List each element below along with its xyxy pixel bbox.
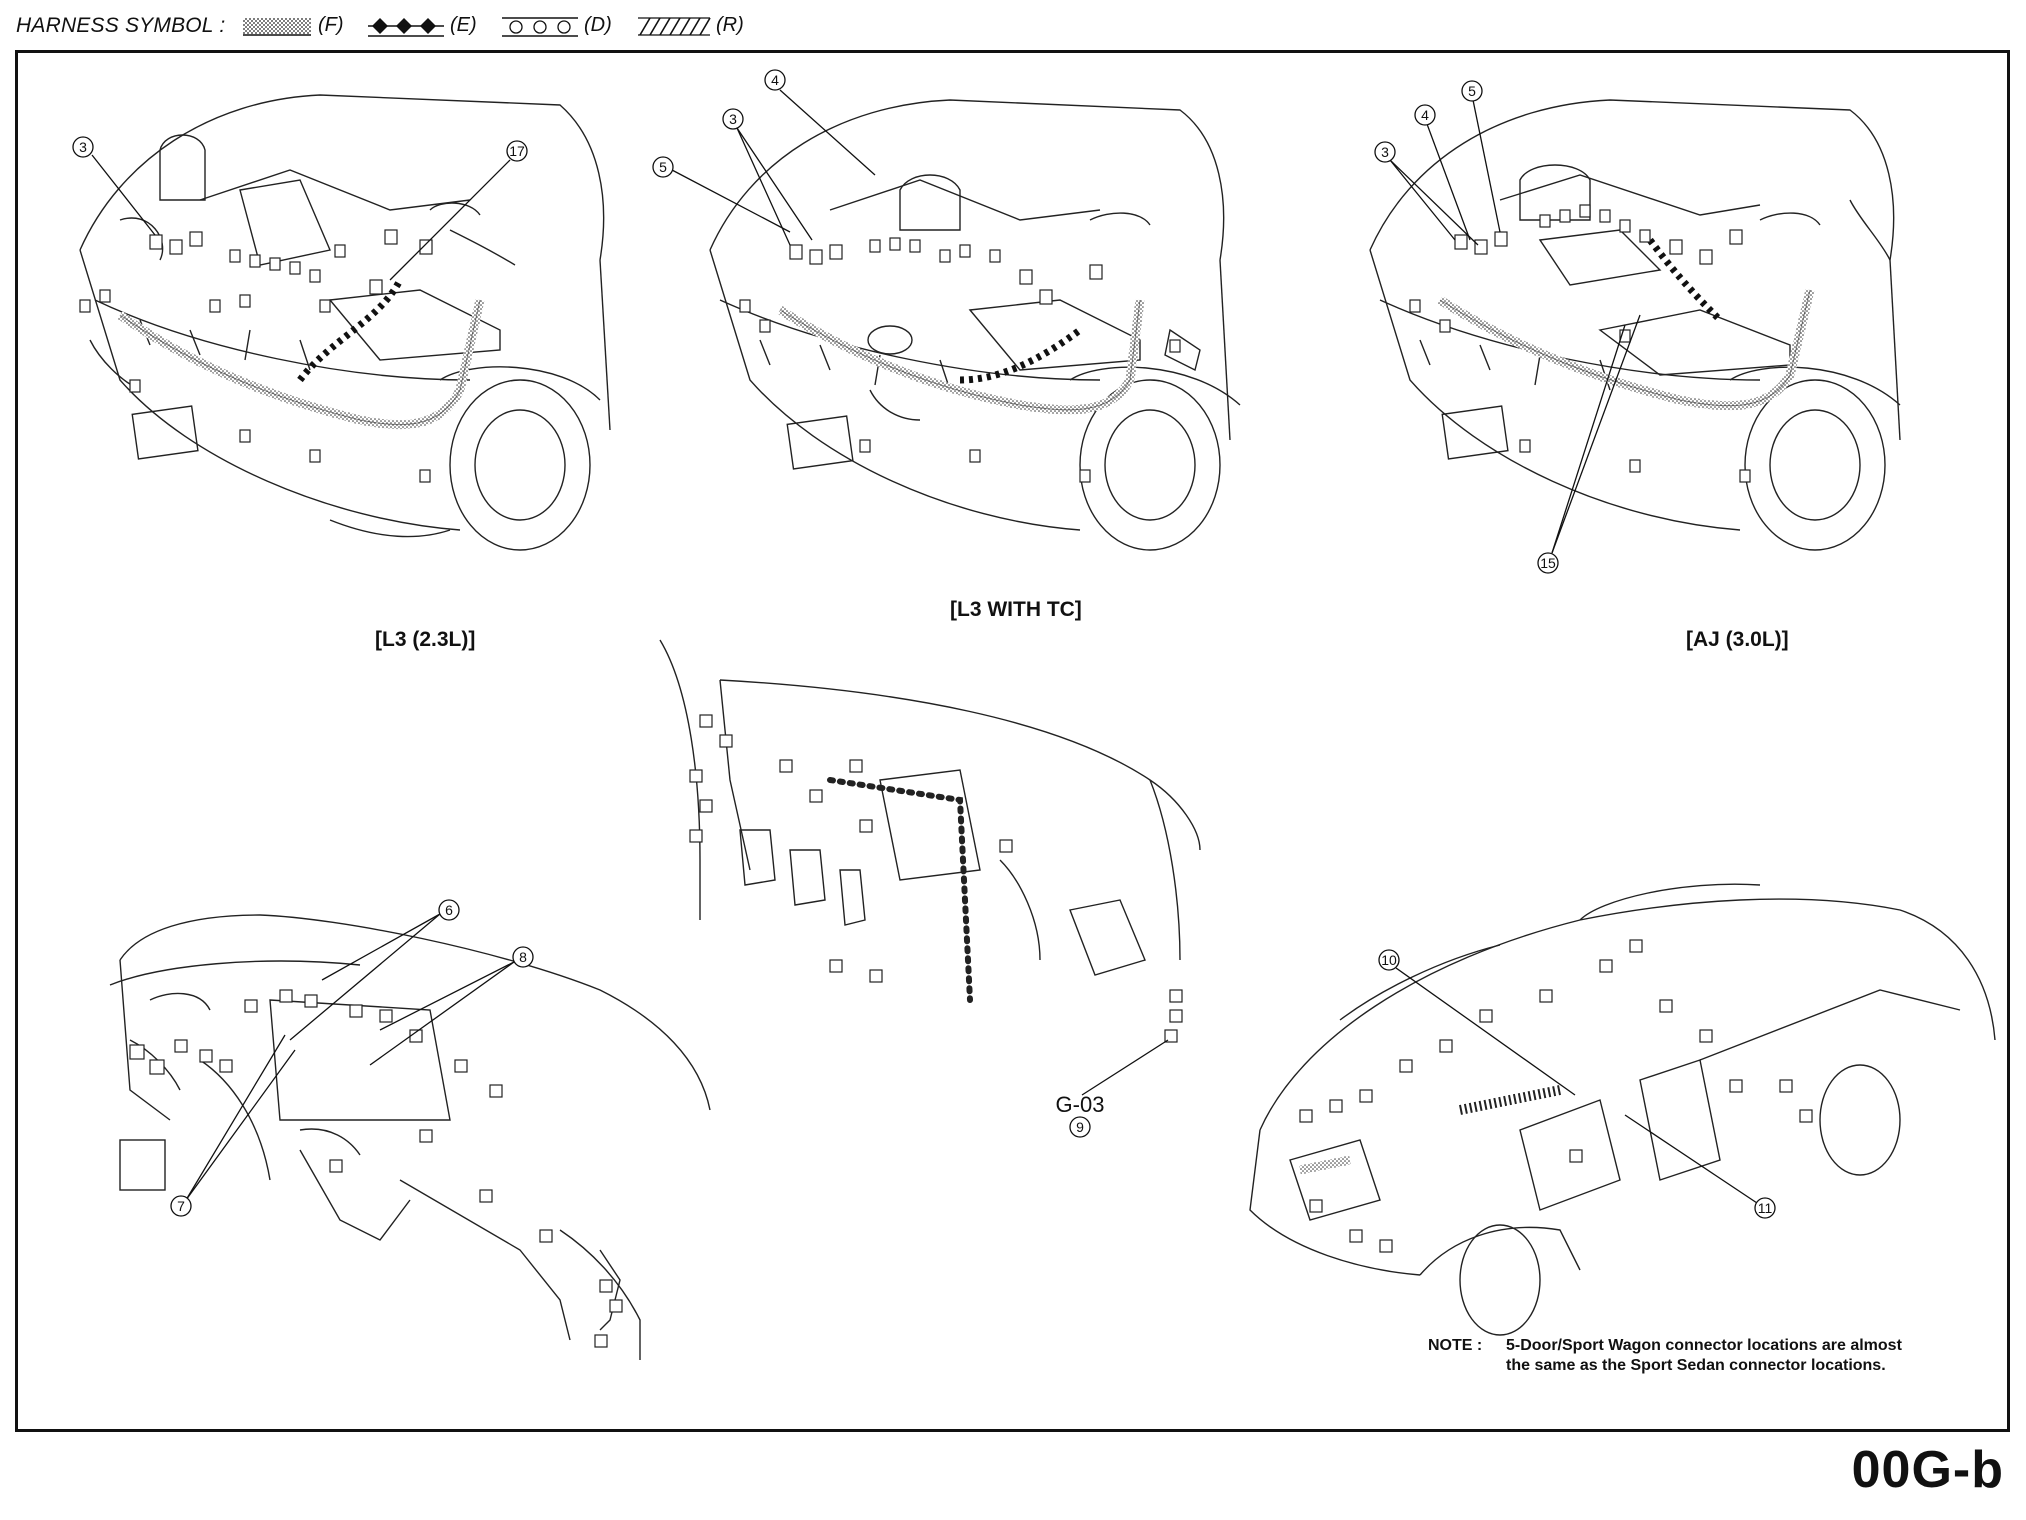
callout-8: 8 [369, 946, 534, 1066]
sedan-body-illustration [1249, 883, 1996, 1336]
svg-text:10: 10 [1381, 952, 1397, 968]
callout-6: 6 [289, 899, 460, 1041]
note-label: NOTE : [1428, 1337, 1483, 1354]
rear-harness-stipple [1299, 1155, 1351, 1175]
diamond-symbol-icon [368, 18, 444, 37]
circle-symbol-icon [502, 17, 578, 37]
body-connectors [1299, 939, 1813, 1253]
note-line-2: the same as the Sport Sedan connector lo… [1506, 1357, 1886, 1374]
svg-text:9: 9 [1076, 1119, 1084, 1135]
callout-3-a: 3 [72, 136, 156, 236]
callout-4-a: 4 [764, 69, 876, 176]
dash-harness-circles [827, 777, 973, 1003]
svg-text:8: 8 [519, 949, 527, 965]
svg-text:3: 3 [1381, 144, 1389, 160]
aj-connectors [1409, 204, 1751, 483]
dash-center-connectors [689, 714, 1183, 1043]
note-line-1: 5-Door/Sport Wagon connector locations a… [1506, 1337, 1902, 1354]
caption-l3tc: [L3 WITH TC] [950, 598, 1082, 621]
callout-9: 9 [1069, 1116, 1091, 1138]
svg-text:7: 7 [177, 1198, 185, 1214]
engine-bay-l3tc-illustration [709, 99, 1241, 551]
svg-text:5: 5 [1468, 83, 1476, 99]
callout-3-b: 3 [722, 108, 813, 246]
svg-text:4: 4 [771, 72, 779, 88]
svg-text:4: 4 [1421, 107, 1429, 123]
l3-connectors [79, 229, 433, 483]
engine-bay-l3-illustration [79, 94, 611, 551]
stipple-symbol-icon [243, 18, 311, 36]
engine-harness-diamonds [959, 327, 1083, 384]
hatch-symbol-icon [638, 17, 711, 36]
caption-aj: [AJ (3.0L)] [1686, 628, 1789, 651]
diagram-frame [15, 50, 2010, 1432]
callout-7: 7 [170, 1034, 296, 1217]
legend-code-r: (R) [716, 14, 744, 36]
callout-15: 15 [1537, 314, 1641, 574]
body-harness-hatch [1459, 1085, 1561, 1115]
l3tc-connectors [739, 237, 1181, 483]
svg-text:6: 6 [445, 902, 453, 918]
callout-5-b: 5 [1461, 80, 1501, 233]
svg-text:3: 3 [729, 111, 737, 127]
instrument-panel-illustration [109, 914, 711, 1360]
callout-17: 17 [389, 140, 528, 281]
svg-text:5: 5 [659, 159, 667, 175]
ground-point-g03: G-03 9 [1056, 1039, 1169, 1138]
svg-text:G-03: G-03 [1056, 1092, 1105, 1117]
legend-code-f: (F) [318, 14, 344, 36]
engine-bay-aj-illustration [1369, 99, 1901, 551]
callout-3-c: 3 [1374, 141, 1479, 246]
legend-title: HARNESS SYMBOL : [16, 14, 226, 37]
front-harness-stipple [777, 299, 1145, 415]
note-text: NOTE : 5-Door/Sport Wagon connector locat… [1428, 1336, 1902, 1376]
callout-4-b: 4 [1414, 104, 1471, 241]
caption-l3: [L3 (2.3L)] [375, 628, 476, 651]
callout-5-a: 5 [652, 156, 791, 233]
callout-11: 11 [1624, 1114, 1776, 1219]
svg-text:15: 15 [1540, 555, 1556, 571]
dash-center-illustration [659, 639, 1201, 976]
svg-text:3: 3 [79, 139, 87, 155]
dash-connectors [129, 989, 623, 1348]
harness-symbol-legend: HARNESS SYMBOL : (F) (E) (D) [0, 0, 2026, 50]
callout-10: 10 [1378, 949, 1576, 1096]
legend-code-d: (D) [584, 14, 612, 36]
page-code: 00G-b [1851, 1441, 2004, 1499]
front-harness-stipple [117, 299, 485, 430]
svg-text:17: 17 [509, 143, 525, 159]
legend-code-e: (E) [450, 14, 477, 36]
svg-text:11: 11 [1758, 1200, 1773, 1216]
engine-harness-diamonds [297, 278, 404, 383]
